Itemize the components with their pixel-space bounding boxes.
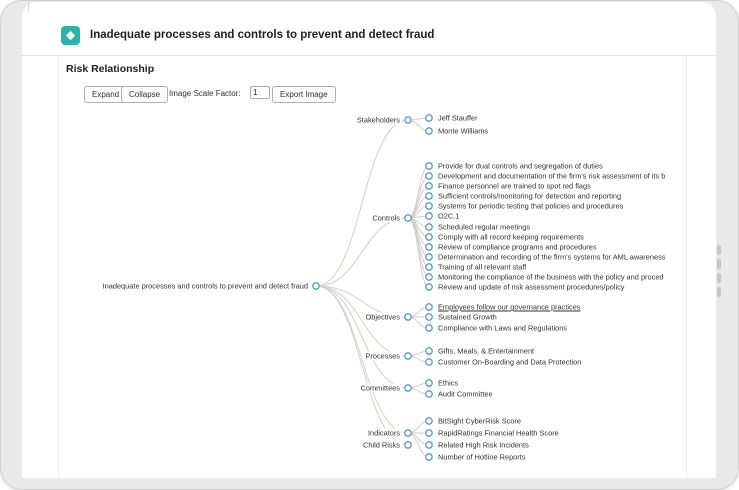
content-area: [22, 2, 716, 478]
tree-item-node-jeff-stauffer[interactable]: [425, 114, 433, 122]
frame-scroll-dot: [717, 245, 721, 255]
tree-item-node-employees-follow-our-governance-practices[interactable]: [425, 303, 433, 311]
tree-item-node-provide-for-dual-controls-and-segregation-of-duties[interactable]: [425, 162, 433, 170]
tree-item-number-of-hotline-reports[interactable]: Number of Hotline Reports: [438, 452, 526, 462]
export-image-button[interactable]: Export Image: [272, 86, 336, 103]
tree-item-node-related-high-risk-incidents[interactable]: [425, 441, 433, 449]
tree-item-development-and-documentation-of-the-firm-s-risk-assessment-of-its-b[interactable]: Development and documentation of the fir…: [438, 171, 666, 181]
tree-item-node-comply-with-all-record-keeping-requirements[interactable]: [425, 233, 433, 241]
tree-item-node-audit-committee[interactable]: [425, 390, 433, 398]
tree-root-node[interactable]: [312, 282, 320, 290]
tree-item-systems-for-periodic-testing-that-policies-and-procedures[interactable]: Systems for periodic testing that polici…: [438, 201, 624, 211]
tree-item-node-scheduled-regular-meetings[interactable]: [425, 223, 433, 231]
frame-scroll-dot: [717, 259, 721, 269]
tree-item-node-development-and-documentation-of-the-firm-s-risk-assessment-of-its-b[interactable]: [425, 172, 433, 180]
tree-item-node-customer-on-boarding-and-data-protection[interactable]: [425, 358, 433, 366]
image-scale-factor-input[interactable]: [250, 86, 270, 99]
image-scale-factor-label: Image Scale Factor:: [169, 89, 241, 98]
frame-notch: [28, 2, 29, 12]
tree-item-review-and-update-of-risk-assessment-procedures-policy[interactable]: Review and update of risk assessment pro…: [438, 282, 625, 292]
tree-item-scheduled-regular-meetings[interactable]: Scheduled regular meetings: [438, 222, 531, 232]
tree-item-node-number-of-hotline-reports[interactable]: [425, 453, 433, 461]
diamond-glyph: [65, 30, 76, 41]
tree-category-node-stakeholders[interactable]: [404, 116, 412, 124]
tree-link: [315, 285, 409, 446]
tree-item-jeff-stauffer[interactable]: Jeff Stauffer: [438, 113, 478, 123]
panel-border-right: [686, 56, 687, 478]
tree-item-node-monte-williams[interactable]: [425, 127, 433, 135]
tree-item-sustained-growth[interactable]: Sustained Growth: [438, 312, 497, 322]
frame-scroll-dot: [717, 273, 721, 283]
tree-item-node-gifts-meals-entertainment[interactable]: [425, 347, 433, 355]
tree-category-controls[interactable]: Controls: [370, 213, 402, 223]
tree-category-processes[interactable]: Processes: [363, 351, 402, 361]
tree-item-sufficient-controls-monitoring-for-detection-and-reporting[interactable]: Sufficient controls/monitoring for detec…: [438, 191, 622, 201]
tree-item-monte-williams[interactable]: Monte Williams: [438, 126, 489, 136]
tree-item-monitoring-the-compliance-of-the-business-with-the-policy-and-proced[interactable]: Monitoring the compliance of the busines…: [438, 272, 664, 282]
panel-border-left: [58, 56, 59, 478]
tree-item-rapidratings-financial-health-score[interactable]: RapidRatings Financial Health Score: [438, 428, 559, 438]
tree-item-bitsight-cyberrisk-score[interactable]: BitSight CyberRisk Score: [438, 416, 521, 426]
tree-category-indicators[interactable]: Indicators: [365, 428, 402, 438]
tree-root-label[interactable]: Inadequate processes and controls to pre…: [100, 281, 310, 291]
tree-item-compliance-with-laws-and-regulations[interactable]: Compliance with Laws and Regulations: [438, 323, 567, 333]
tree-item-employees-follow-our-governance-practices[interactable]: Employees follow our governance practice…: [438, 302, 581, 312]
tree-item-ethics[interactable]: Ethics: [438, 378, 459, 388]
collapse-button[interactable]: Collapse: [121, 86, 169, 103]
header-divider: [22, 55, 716, 56]
tree-item-training-of-all-relevant-staff[interactable]: Training of all relevant staff: [438, 262, 527, 272]
tree-category-node-child-risks[interactable]: [404, 441, 412, 449]
tree-item-node-training-of-all-relevant-staff[interactable]: [425, 263, 433, 271]
tree-category-node-indicators[interactable]: [404, 429, 412, 437]
tree-item-node-review-of-compliance-programs-and-procedures[interactable]: [425, 243, 433, 251]
page-title: Inadequate processes and controls to pre…: [90, 29, 435, 41]
risk-diamond-icon: [61, 26, 80, 45]
tree-item-related-high-risk-incidents[interactable]: Related High Risk Incidents: [438, 440, 529, 450]
tree-item-node-review-and-update-of-risk-assessment-procedures-policy[interactable]: [425, 283, 433, 291]
tree-category-node-controls[interactable]: [404, 214, 412, 222]
panel-title: Risk Relationship: [66, 63, 155, 75]
tree-link: [315, 119, 409, 287]
tree-category-child-risks[interactable]: Child Risks: [361, 440, 402, 450]
tree-item-node-ethics[interactable]: [425, 379, 433, 387]
tree-category-committees[interactable]: Committees: [358, 383, 402, 393]
tree-item-node-bitsight-cyberrisk-score[interactable]: [425, 417, 433, 425]
tree-item-review-of-compliance-programs-and-procedures[interactable]: Review of compliance programs and proced…: [438, 242, 597, 252]
tree-item-node-finance-personnel-are-trained-to-spot-red-flags[interactable]: [425, 182, 433, 190]
tree-item-node-determination-and-recording-of-the-firm-s-systems-for-aml-awareness[interactable]: [425, 253, 433, 261]
tree-item-node-o2c-1[interactable]: [425, 212, 433, 220]
tree-item-customer-on-boarding-and-data-protection[interactable]: Customer On-Boarding and Data Protection: [438, 357, 582, 367]
tree-category-node-committees[interactable]: [404, 384, 412, 392]
tree-item-provide-for-dual-controls-and-segregation-of-duties[interactable]: Provide for dual controls and segregatio…: [438, 161, 603, 171]
tree-item-determination-and-recording-of-the-firm-s-systems-for-aml-awareness[interactable]: Determination and recording of the firm'…: [438, 252, 666, 262]
tree-item-node-systems-for-periodic-testing-that-policies-and-procedures[interactable]: [425, 202, 433, 210]
tree-category-node-processes[interactable]: [404, 352, 412, 360]
tree-item-node-monitoring-the-compliance-of-the-business-with-the-policy-and-proced[interactable]: [425, 273, 433, 281]
frame-scroll-dot: [717, 287, 721, 297]
tree-item-node-rapidratings-financial-health-score[interactable]: [425, 429, 433, 437]
tree-item-node-sufficient-controls-monitoring-for-detection-and-reporting[interactable]: [425, 192, 433, 200]
tree-item-node-sustained-growth[interactable]: [425, 313, 433, 321]
tree-item-node-compliance-with-laws-and-regulations[interactable]: [425, 324, 433, 332]
tree-item-finance-personnel-are-trained-to-spot-red-flags[interactable]: Finance personnel are trained to spot re…: [438, 181, 591, 191]
tree-item-gifts-meals-entertainment[interactable]: Gifts, Meals, & Entertainment: [438, 346, 535, 356]
expand-button[interactable]: Expand: [84, 86, 128, 103]
tree-category-node-objectives[interactable]: [404, 313, 412, 321]
tree-item-audit-committee[interactable]: Audit Committee: [438, 389, 493, 399]
tree-link: [315, 217, 409, 287]
tree-category-stakeholders[interactable]: Stakeholders: [354, 115, 402, 125]
tree-item-o2c-1[interactable]: O2C.1: [438, 211, 460, 221]
tree-item-comply-with-all-record-keeping-requirements[interactable]: Comply with all record keeping requireme…: [438, 232, 584, 242]
tree-category-objectives[interactable]: Objectives: [363, 312, 402, 322]
